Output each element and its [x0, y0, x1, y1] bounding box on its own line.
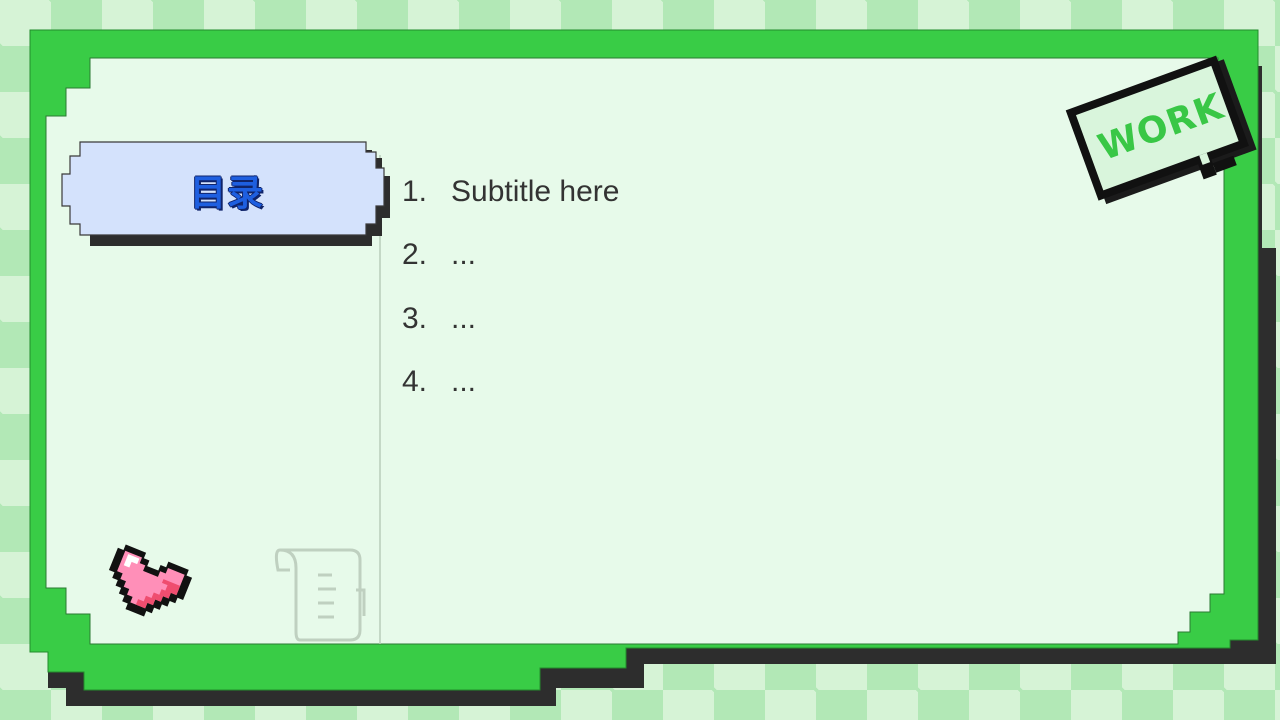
title-tab — [61, 141, 385, 236]
work-badge — [1065, 55, 1257, 205]
scroll-document-icon — [274, 548, 366, 642]
pixel-heart-icon — [108, 544, 193, 617]
